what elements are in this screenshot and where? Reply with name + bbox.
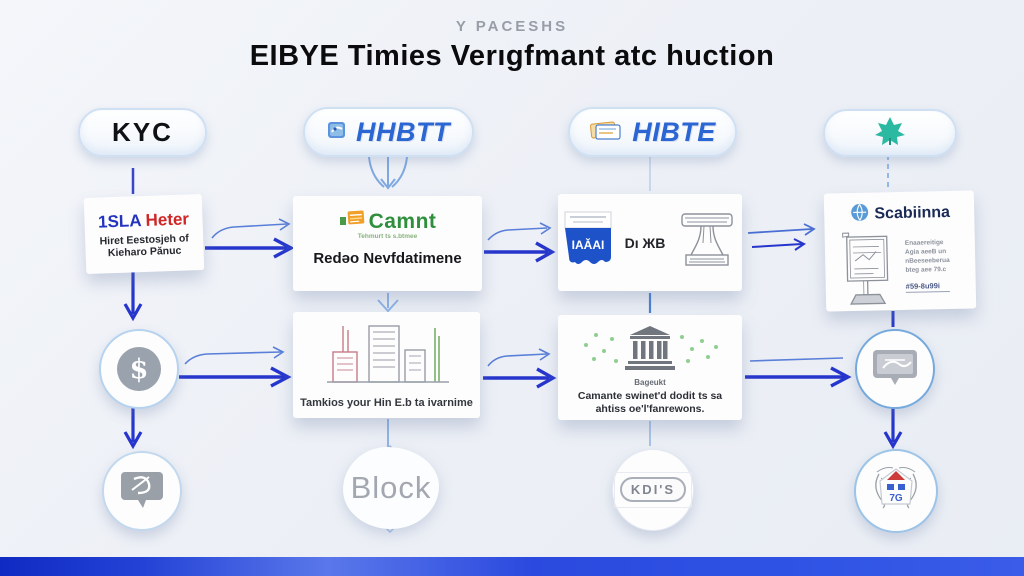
arrow-thin-r2-c3c4 — [749, 357, 844, 362]
arrow-down-c4-r2r3 — [883, 407, 903, 450]
bank-label: Bageukt — [634, 378, 666, 387]
cards-icon — [589, 118, 623, 147]
globe-icon — [850, 203, 869, 227]
arrow-down-c1-r1r2 — [123, 272, 143, 322]
card4-brand-row: Scabiinna — [834, 201, 966, 228]
card1-brand-blue: 1SLA — [97, 210, 142, 232]
card2-label: Redǝo Nevfdatimene — [313, 250, 462, 267]
pill-hibte[interactable]: HIBTE — [568, 107, 737, 157]
blob-logo-text: IAĂAI — [571, 237, 604, 252]
arrow-down-c1-r2r3 — [123, 407, 143, 450]
node-scabiinna: Scabiinna Enaaereitige Agia aeeB un nBee… — [823, 190, 977, 312]
card2-brand-row: Camnt — [339, 209, 437, 234]
monitor-icon — [871, 348, 919, 391]
bank-icon — [572, 323, 728, 380]
pill-hhbtt-label: HHBTT — [356, 116, 450, 147]
card4-brand: Scabiinna — [874, 203, 951, 223]
connector-pill2-down-arrow — [368, 152, 408, 190]
node-buildings: Tamkios your Hin E.b ta ivarnime — [293, 312, 480, 418]
arrow-thick-r1-c1c2 — [205, 237, 295, 259]
node-crest-circle: 7G — [854, 449, 938, 533]
block-label: Block — [350, 470, 432, 505]
blue-blob-logo: IAĂAI — [561, 209, 615, 276]
leaf-icon — [872, 114, 908, 153]
hhbtt-logo-icon — [327, 120, 347, 145]
kdis-badge: KDI'S — [619, 477, 687, 502]
easel-sketch-icon — [835, 230, 899, 318]
card4-body: Enaaereitige Agia aeeB un nBeeseeberua b… — [835, 229, 969, 319]
eyebrow-text: Y PACESHS — [455, 18, 569, 35]
node-card-circle — [102, 451, 182, 531]
node-camnt: Camnt Tehmurt ts s.btmee Redǝo Nevfdatim… — [293, 196, 482, 291]
arrow-thick-r1-c2c3 — [484, 241, 556, 263]
pill-leaf[interactable] — [823, 109, 957, 157]
card3-text: Dı ЖB — [624, 234, 666, 251]
buildings-sketch-icon — [321, 322, 453, 393]
node-dollar-circle: $ — [99, 329, 179, 409]
bottom-accent-bar — [0, 557, 1024, 576]
crest-icon: 7G — [867, 462, 925, 521]
arrow-thin-r2-c2c3 — [487, 348, 551, 367]
arrow-thin-r2-c1c2 — [184, 346, 285, 365]
node-iaai: IAĂAI Dı ЖB — [558, 194, 742, 291]
arrow-thick-r2-c3c4 — [745, 366, 852, 388]
dollar-icon: $ — [117, 347, 161, 391]
arrow-thick-r2-c1c2 — [179, 366, 292, 388]
arrow-down-c2-r1r2 — [377, 293, 399, 313]
card1-brand-red: Heter — [145, 208, 190, 230]
card4-note-bold: #59-8u99i — [905, 280, 951, 293]
card2-brand: Camnt — [368, 210, 437, 233]
card-r2c2-caption: Tamkios your Hin E.b ta ivarnime — [300, 397, 473, 409]
arrow-thin-r1-c3c4-a — [747, 223, 816, 236]
card2-brand-sub: Tehmurt ts s.btmee — [357, 233, 418, 240]
arrow-thin-r1-c3c4-b — [751, 238, 806, 251]
card1-subtext: Hiret Eestosjeh of Kieharo Pănuc — [99, 231, 190, 259]
node-block: Block — [343, 447, 439, 529]
card-r2c3-caption: Camante swinet'd dodit ts sa ahtiss oe'l… — [577, 390, 723, 415]
payment-card-icon — [118, 469, 166, 514]
arrow-thick-r2-c2c3 — [483, 367, 557, 389]
arrow-thin-r1-c2c3 — [487, 222, 552, 241]
pill-hibte-label: HIBTE — [632, 116, 716, 147]
node-bank: Bageukt Camante swinet'd dodit ts sa aht… — [558, 315, 742, 420]
table-sketch-icon — [675, 207, 739, 278]
pill-kyc[interactable]: KYC — [78, 108, 207, 157]
badge-frame: KDI'S — [613, 472, 693, 508]
page-title: EIBYE Timies Verıgfmant atc huction — [249, 40, 775, 72]
dollar-symbol: $ — [129, 353, 149, 385]
arrow-thin-r1-c1c2 — [211, 218, 291, 239]
node-monitor-circle — [855, 329, 935, 409]
card4-notes: Enaaereitige Agia aeeB un nBeeseeberua b… — [904, 239, 951, 293]
pill-kyc-label: KYC — [112, 117, 173, 147]
pill-hhbtt[interactable]: HHBTT — [303, 107, 474, 157]
node-kdis-circle: KDI'S — [612, 449, 694, 531]
crest-text: 7G — [889, 493, 903, 504]
windows-icon — [339, 209, 365, 234]
